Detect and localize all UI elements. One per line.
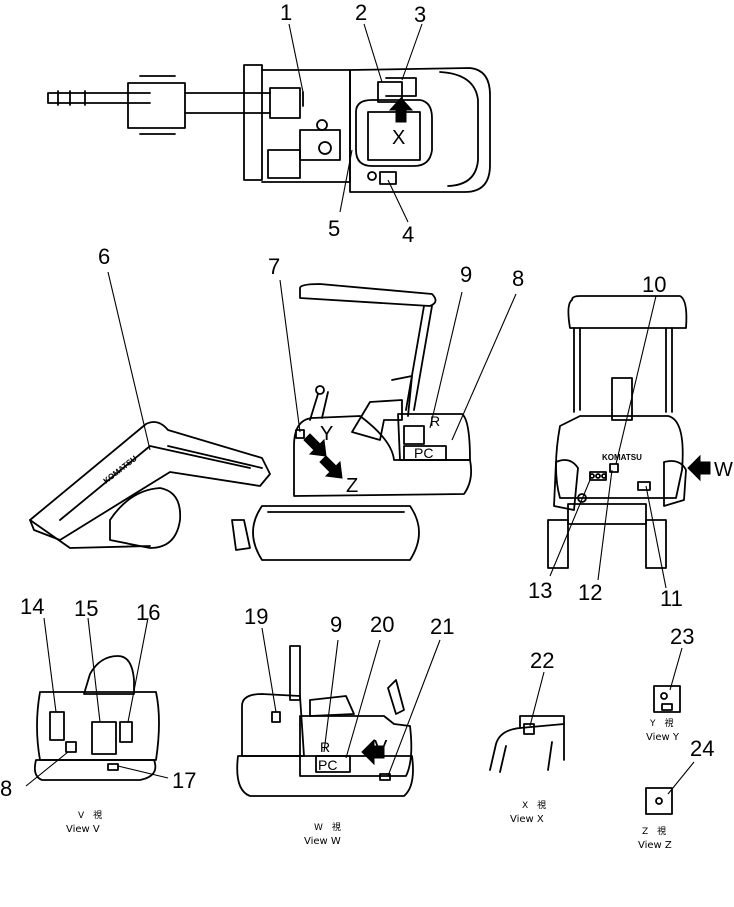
caption-w-jp: W 視 bbox=[314, 821, 341, 833]
callout-13: 13 bbox=[528, 578, 552, 603]
view-v bbox=[25, 617, 169, 787]
callout-8b: 8 bbox=[0, 776, 12, 801]
callout-7: 7 bbox=[268, 254, 280, 279]
view-w bbox=[236, 627, 441, 797]
callout-20: 20 bbox=[370, 612, 394, 637]
view-x bbox=[489, 671, 565, 773]
callout-12: 12 bbox=[578, 580, 602, 605]
callout-15: 15 bbox=[74, 596, 98, 621]
plate-pc: PC bbox=[414, 445, 433, 461]
callout-9: 9 bbox=[460, 262, 472, 287]
plate-r-view-w: R bbox=[320, 739, 330, 755]
callout-9b: 9 bbox=[330, 612, 342, 637]
view-letter-y: Y bbox=[320, 423, 333, 445]
top-view bbox=[47, 23, 491, 223]
callout-5: 5 bbox=[328, 216, 340, 241]
plate-r: R bbox=[430, 413, 440, 429]
view-letter-x: X bbox=[392, 127, 405, 149]
caption-v-jp: V 視 bbox=[78, 809, 102, 821]
callout-8: 8 bbox=[512, 266, 524, 291]
callout-21: 21 bbox=[430, 614, 454, 639]
brand-decal-rear: KOMATSU bbox=[602, 453, 642, 462]
callout-1: 1 bbox=[280, 0, 292, 25]
callout-17: 17 bbox=[172, 768, 196, 793]
callout-22: 22 bbox=[530, 648, 554, 673]
view-letter-w: W bbox=[714, 459, 733, 481]
view-letter-z: Z bbox=[346, 475, 358, 497]
side-view bbox=[29, 271, 517, 561]
callout-19: 19 bbox=[244, 604, 268, 629]
caption-y-jp: Y 視 bbox=[649, 717, 674, 729]
callout-4: 4 bbox=[402, 222, 414, 247]
view-z bbox=[645, 761, 695, 815]
caption-z-en: View Z bbox=[638, 840, 672, 851]
caption-v-en: View V bbox=[66, 824, 100, 835]
caption-z-jp: Z 視 bbox=[642, 825, 666, 837]
caption-w-en: View W bbox=[304, 836, 341, 847]
callout-10: 10 bbox=[642, 272, 666, 297]
plate-pc-view-w: PC bbox=[318, 757, 337, 773]
callout-24: 24 bbox=[690, 736, 714, 761]
callout-23: 23 bbox=[670, 624, 694, 649]
callout-3: 3 bbox=[414, 2, 426, 27]
callout-14: 14 bbox=[20, 594, 44, 619]
callout-11: 11 bbox=[660, 586, 683, 611]
callout-6: 6 bbox=[98, 244, 110, 269]
callout-16: 16 bbox=[136, 600, 160, 625]
view-y bbox=[653, 647, 683, 713]
view-letter-v: V bbox=[374, 737, 388, 759]
brand-decal-boom: KOMATSU bbox=[102, 454, 139, 486]
caption-y-en: View Y bbox=[646, 732, 680, 743]
caption-x-jp: X 視 bbox=[522, 799, 546, 811]
callout-2: 2 bbox=[355, 0, 367, 25]
caption-x-en: View X bbox=[510, 814, 544, 825]
rear-view bbox=[547, 295, 711, 589]
